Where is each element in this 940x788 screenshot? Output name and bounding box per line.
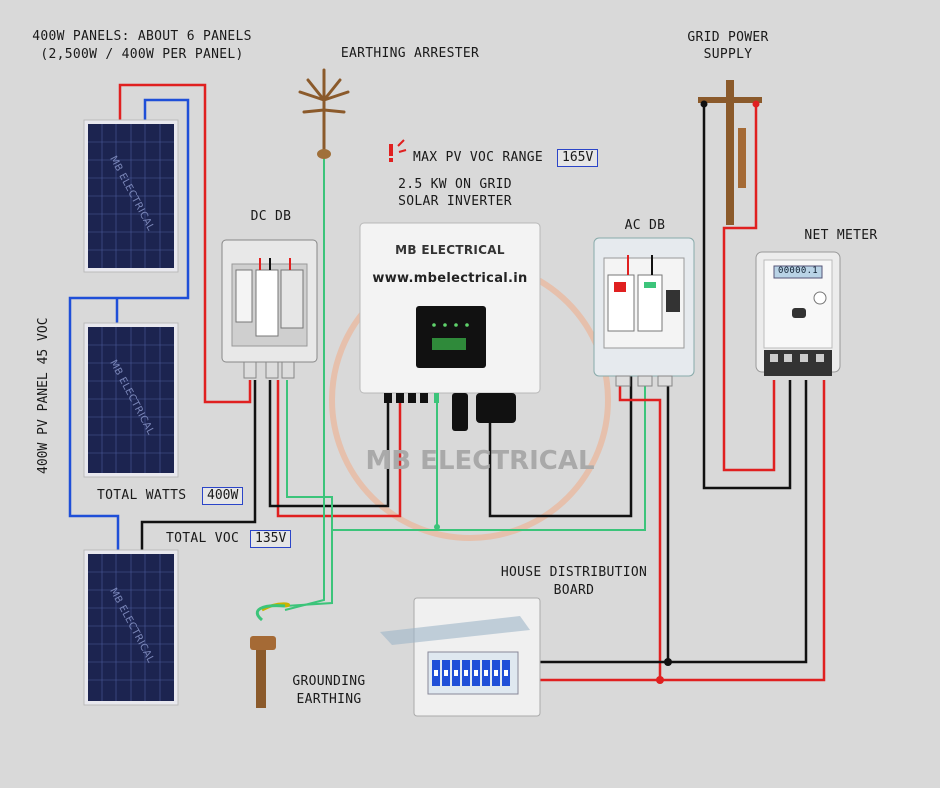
ac-db-label: AC DB [624,218,666,233]
meter-display: 00000.1 [777,266,819,276]
net-meter [755,251,841,376]
house-db-label-1: HOUSE DISTRIBUTION [500,565,648,580]
ac-db-box [593,237,695,387]
wire-black-meter-house [668,380,808,664]
inverter-url: www.mbelectrical.in [372,271,528,286]
solar-panel-3 [83,549,179,706]
wire-red-ac-house [540,375,662,682]
wire-black-panel3 [140,380,257,552]
inverter-brand: MB ELECTRICAL [395,243,505,257]
wire-green-arrester [284,155,325,611]
earthing-arrester-icon [298,68,350,152]
total-voc-value: 135V [250,530,292,548]
wire-red-grid-meter [722,104,776,472]
watermark-title: MB ELECTRICAL [365,446,595,476]
net-meter-label: NET METER [804,228,878,243]
total-watts-value: 400W [202,487,244,505]
wire-blue-panel2b [68,325,120,552]
house-distribution-board [380,597,541,717]
grid-pole-icon [698,80,762,225]
wire-blue-panel1 [68,98,190,325]
wire-red-panel1 [118,83,252,404]
earthing-arrester-label: EARTHING ARRESTER [340,46,480,61]
total-voc-label: TOTAL VOC [166,531,240,546]
panel-voc-vertical-label: 400W PV PANEL 45 VOC [36,317,51,474]
wire-green-ac [437,375,646,531]
wire-green-ground [284,530,333,607]
total-watts-label: TOTAL WATTS [97,488,187,503]
grid-power-label-2: SUPPLY [703,47,753,62]
inverter-label-1: 2.5 KW ON GRID [398,177,512,192]
dc-db-box [221,239,318,379]
wire-black-inv-ac [488,375,633,518]
warning-icon [389,139,407,162]
dc-db-label: DC DB [250,209,292,224]
grounding-label-2: EARTHING [296,692,362,707]
solar-panel-2 [83,322,179,478]
wire-black-grid-meter [702,104,792,490]
inverter-label-2: SOLAR INVERTER [398,194,512,209]
solar-inverter [359,222,541,431]
solar-panel-1 [83,119,179,273]
wire-black-dc-inv [268,380,390,508]
grounding-label-1: GROUNDING [292,674,366,689]
wire-red-meter-house [660,380,826,682]
panels-title-line1: 400W PANELS: ABOUT 6 PANELS [32,29,252,44]
max-pv-voc-label: MAX PV VOC RANGE [413,150,544,165]
panels-title-line2: (2,500W / 400W PER PANEL) [40,47,244,62]
grid-power-label-1: GRID POWER [687,30,769,45]
grounding-rod-icon [250,602,291,708]
wire-green-dc [286,380,438,531]
wire-red-dc-inv [276,380,402,518]
house-db-label-2: BOARD [553,583,595,598]
max-pv-voc-value: 165V [557,149,599,167]
